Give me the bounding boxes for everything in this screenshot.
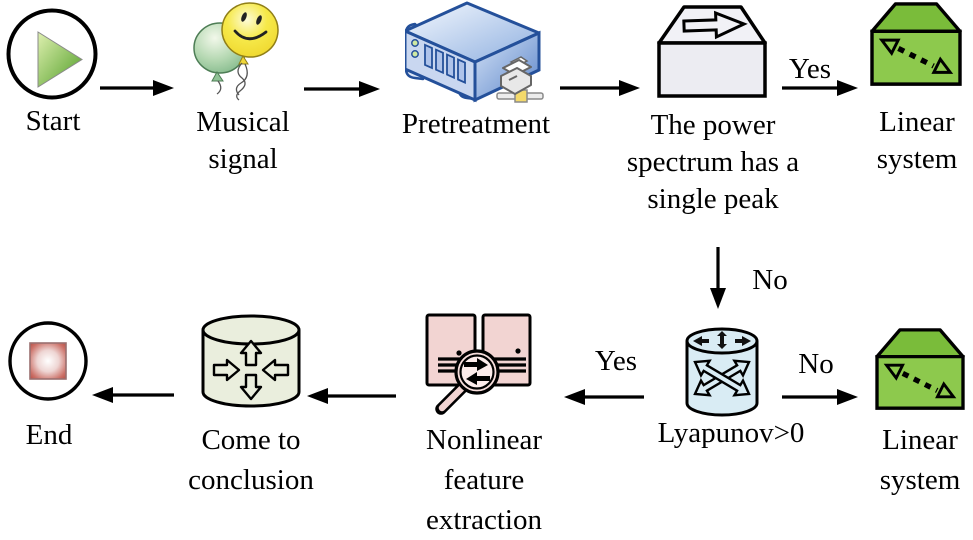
arrow-conclusion-to-end: [92, 387, 174, 403]
server-icon: [405, 0, 547, 108]
conclusion-cylinder-icon: [199, 313, 303, 413]
arrow-spectrum-to-lyapunov-no: [710, 247, 726, 309]
label-line: feature: [443, 464, 525, 496]
label-line: Come to: [201, 424, 301, 456]
label-line: extraction: [426, 504, 542, 536]
label-line: Musical: [196, 106, 290, 138]
label-line: Linear: [882, 424, 958, 456]
box-arrow-icon: [656, 4, 768, 100]
nonlinear-feature-label: Nonlinear feature extraction: [418, 420, 550, 540]
arrow-nonlinear-to-conclusion: [307, 388, 396, 404]
no-edge-label-right: No: [798, 348, 834, 380]
start-icon: [5, 7, 99, 101]
label-line: spectrum has a: [626, 146, 800, 178]
yes-edge-label-left: Yes: [594, 345, 638, 377]
arrow-spectrum-to-linear-yes: [782, 80, 858, 96]
linear-system-icon: [874, 327, 966, 413]
arrow-lyapunov-to-linear-no: [782, 389, 858, 405]
arrow-pretreatment-to-spectrum: [560, 80, 640, 96]
arrow-lyapunov-to-nonlinear-yes: [564, 389, 644, 405]
conclusion-label: Come to conclusion: [184, 420, 318, 500]
label-line: system: [876, 143, 958, 175]
label-line: The power: [650, 109, 776, 141]
label-line: single peak: [647, 183, 779, 215]
label-line: Linear: [879, 106, 955, 138]
linear-system-top-label: Linear system: [870, 104, 964, 178]
balloons-icon: [190, 1, 285, 101]
end-label: End: [25, 419, 73, 451]
power-spectrum-label: The power spectrum has a single peak: [625, 107, 801, 218]
label-line: conclusion: [188, 464, 314, 496]
musical-signal-label: Musical signal: [185, 104, 301, 178]
linear-system-icon: [868, 1, 964, 89]
arrow-start-to-musical: [100, 80, 174, 96]
arrow-musical-to-pretreatment: [304, 81, 380, 97]
lyapunov-cylinder-icon: [683, 326, 761, 418]
magnifier-panels-icon: [424, 310, 540, 418]
start-label: Start: [25, 105, 81, 137]
end-icon: [7, 320, 89, 402]
lyapunov-label: Lyapunov>0: [657, 417, 805, 449]
pretreatment-label: Pretreatment: [401, 108, 551, 140]
linear-system-right-label: Linear system: [872, 420, 968, 500]
label-line: Nonlinear: [426, 424, 542, 456]
no-edge-label-down: No: [752, 264, 788, 296]
label-line: system: [879, 464, 961, 496]
yes-edge-label-top: Yes: [788, 53, 832, 85]
label-line: signal: [208, 143, 278, 175]
